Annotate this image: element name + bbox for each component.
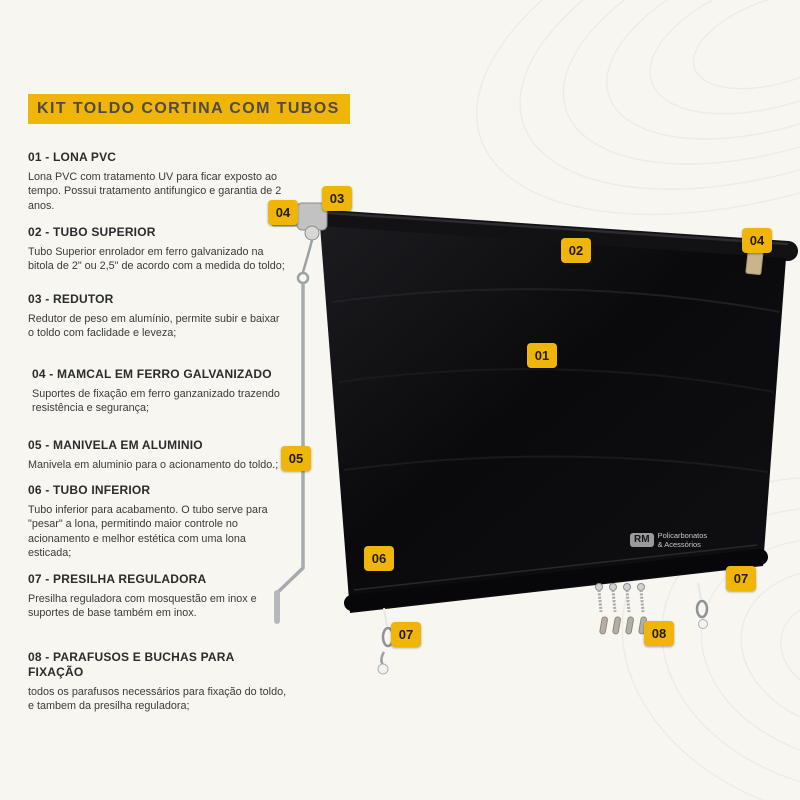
item-heading: 08 - PARAFUSOS E BUCHAS PARA FIXAÇÃO [28, 650, 235, 679]
list-item-03: 03 - REDUTOR Redutor de peso em alumínio… [28, 292, 288, 341]
crank-hook [301, 239, 314, 273]
badge-02: 02 [561, 238, 591, 263]
brand-line2: & Acessórios [657, 540, 701, 549]
item-body: Manivela em aluminio para o acionamento … [28, 459, 279, 471]
item-body: Redutor de peso em alumínio, permite sub… [28, 313, 280, 340]
item-body: todos os parafusos necessários para fixa… [28, 686, 287, 713]
item-heading: 03 - REDUTOR [28, 292, 114, 306]
item-heading: 05 - MANIVELA EM ALUMINIO [28, 438, 203, 452]
item-heading: 02 - TUBO SUPERIOR [28, 225, 156, 239]
brand-text: Policarbonatos & Acessórios [658, 531, 708, 549]
title-block: KIT TOLDO CORTINA COM TUBOS [28, 94, 350, 124]
list-item-08: 08 - PARAFUSOS E BUCHAS PARA FIXAÇÃO tod… [28, 650, 288, 714]
right-clasp [695, 599, 709, 619]
pvc-canvas [320, 226, 786, 613]
item-heading: 07 - PRESILHA REGULADORA [28, 572, 207, 586]
brand-mark: RM [630, 533, 654, 547]
wall-plugs [599, 616, 647, 635]
item-heading: 01 - LONA PVC [28, 150, 117, 164]
top-tube [304, 209, 798, 261]
badge-04-left: 04 [268, 200, 298, 225]
list-item-01: 01 - LONA PVC Lona PVC com tratamento UV… [28, 150, 288, 213]
badge-05: 05 [281, 446, 311, 471]
bottom-tube [344, 549, 768, 611]
badge-04-right: 04 [742, 228, 772, 253]
badge-08: 08 [644, 621, 674, 646]
item-body: Tubo inferior para acabamento. O tubo se… [28, 504, 268, 560]
badge-06: 06 [364, 546, 394, 571]
right-bracket [745, 249, 764, 276]
badge-03: 03 [322, 186, 352, 211]
item-body: Presilha reguladora com mosquestão em in… [28, 593, 257, 620]
list-item-04: 04 - MAMCAL EM FERRO GALVANIZADO Suporte… [28, 367, 288, 416]
list-item-06: 06 - TUBO INFERIOR Tubo inferior para ac… [28, 483, 288, 561]
item-body: Suportes de fixação em ferro ganzanizado… [32, 388, 280, 415]
badge-07-left: 07 [391, 622, 421, 647]
list-item-05: 05 - MANIVELA EM ALUMINIO Manivela em al… [28, 438, 288, 472]
badge-07-right: 07 [726, 566, 756, 591]
page-title: KIT TOLDO CORTINA COM TUBOS [28, 94, 350, 124]
badge-01: 01 [527, 343, 557, 368]
item-body: Tubo Superior enrolador em ferro galvani… [28, 246, 285, 273]
brand-logo: RM Policarbonatos & Acessórios [630, 531, 707, 549]
screws [595, 583, 645, 613]
item-body: Lona PVC com tratamento UV para ficar ex… [28, 171, 282, 212]
item-heading: 06 - TUBO INFERIOR [28, 483, 151, 497]
list-item-02: 02 - TUBO SUPERIOR Tubo Superior enrolad… [28, 225, 288, 274]
item-heading: 04 - MAMCAL EM FERRO GALVANIZADO [32, 367, 272, 381]
brand-line1: Policarbonatos [657, 531, 708, 540]
list-item-07: 07 - PRESILHA REGULADORA Presilha regula… [28, 572, 288, 621]
